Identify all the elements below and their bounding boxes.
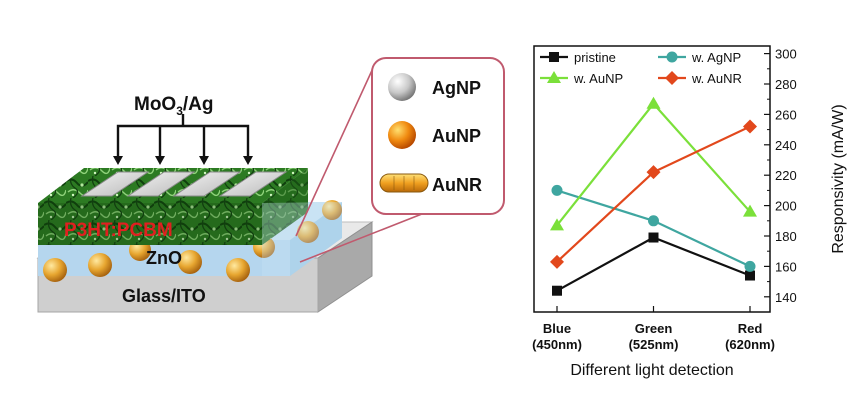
legend-label-aunr: AuNR — [432, 175, 482, 195]
legend-marker-2 — [547, 71, 561, 83]
y-tick-label: 180 — [775, 229, 797, 244]
data-point-3-2 — [743, 119, 757, 134]
data-point-2-1 — [646, 96, 661, 109]
y-tick-label: 200 — [775, 199, 797, 214]
legend-label-0: pristine — [574, 50, 616, 65]
silver-sphere-icon — [388, 73, 416, 101]
electrode-strips — [80, 171, 288, 197]
data-point-3-1 — [646, 165, 661, 180]
data-point-0-0 — [552, 285, 562, 296]
legend-marker-1 — [666, 51, 678, 63]
gold-rod-icon — [379, 173, 429, 193]
legend-label-2: w. AuNP — [573, 71, 623, 86]
gold-nanoparticle-icon — [297, 221, 319, 243]
electrode-connector — [116, 114, 250, 158]
data-point-1-0 — [551, 184, 563, 196]
data-point-2-0 — [550, 218, 564, 231]
gold-nanoparticle-icon — [226, 258, 250, 282]
data-point-2-2 — [743, 204, 757, 217]
electrode-strip — [80, 171, 150, 197]
legend-label-agnp: AgNP — [432, 78, 481, 98]
gold-nanoparticle-icon — [178, 250, 202, 274]
nanoparticles-in-zno — [43, 200, 342, 282]
x-axis-title: Different light detection — [570, 362, 733, 379]
zoom-lines — [295, 65, 433, 263]
device-stack: MoO3/Ag P3HT:PCBM ZnO Glass/ITO — [36, 94, 374, 313]
y-tick-label: 220 — [775, 168, 797, 183]
gold-nanoparticle-icon — [322, 200, 342, 220]
substrate-label: Glass/ITO — [122, 286, 206, 306]
x-tick-label: (525nm) — [629, 337, 679, 352]
y-axis-title: Responsivity (mA/W) — [830, 104, 847, 253]
x-tick-label: Blue — [543, 321, 571, 336]
gold-sphere-icon — [388, 121, 416, 149]
electrode-strip — [126, 171, 196, 197]
y-tick-label: 280 — [775, 77, 797, 92]
data-point-1-2 — [744, 260, 756, 272]
connector-arrowheads — [113, 156, 253, 165]
legend-label-aunp: AuNP — [432, 126, 481, 146]
plot-frame — [533, 45, 771, 313]
y-tick-label: 300 — [775, 47, 797, 62]
data-point-3-0 — [550, 254, 564, 269]
data-point-0-2 — [745, 270, 755, 281]
electrode-strip — [218, 171, 288, 197]
y-tick-label: 140 — [775, 290, 797, 305]
legend-label-1: w. AgNP — [691, 50, 741, 65]
gold-nanoparticle-icon — [88, 253, 112, 277]
data-point-0-1 — [648, 232, 659, 243]
data-point-1-1 — [648, 215, 659, 227]
series-line-2 — [556, 102, 751, 227]
nanoparticle-legend: AgNP AuNP AuNR — [371, 57, 505, 215]
active-layer-label: P3HT:PCBM — [64, 220, 173, 241]
x-tick-label: Green — [635, 321, 673, 336]
gold-nanoparticle-icon — [43, 258, 67, 282]
y-tick-label: 160 — [775, 259, 797, 274]
legend-label-3: w. AuNR — [691, 71, 742, 86]
legend-marker-3 — [665, 71, 679, 85]
x-tick-label: Red — [738, 321, 763, 336]
series-line-1 — [556, 189, 751, 268]
electrode-strip — [172, 171, 242, 197]
electrode-label: MoO3/Ag — [134, 94, 214, 118]
y-tick-label: 240 — [775, 138, 797, 153]
etl-label: ZnO — [146, 248, 182, 268]
x-tick-label: (620nm) — [725, 337, 775, 352]
legend-marker-0 — [549, 52, 559, 62]
y-tick-label: 260 — [775, 107, 797, 122]
series-line-0 — [556, 236, 751, 292]
x-tick-label: (450nm) — [532, 337, 582, 352]
